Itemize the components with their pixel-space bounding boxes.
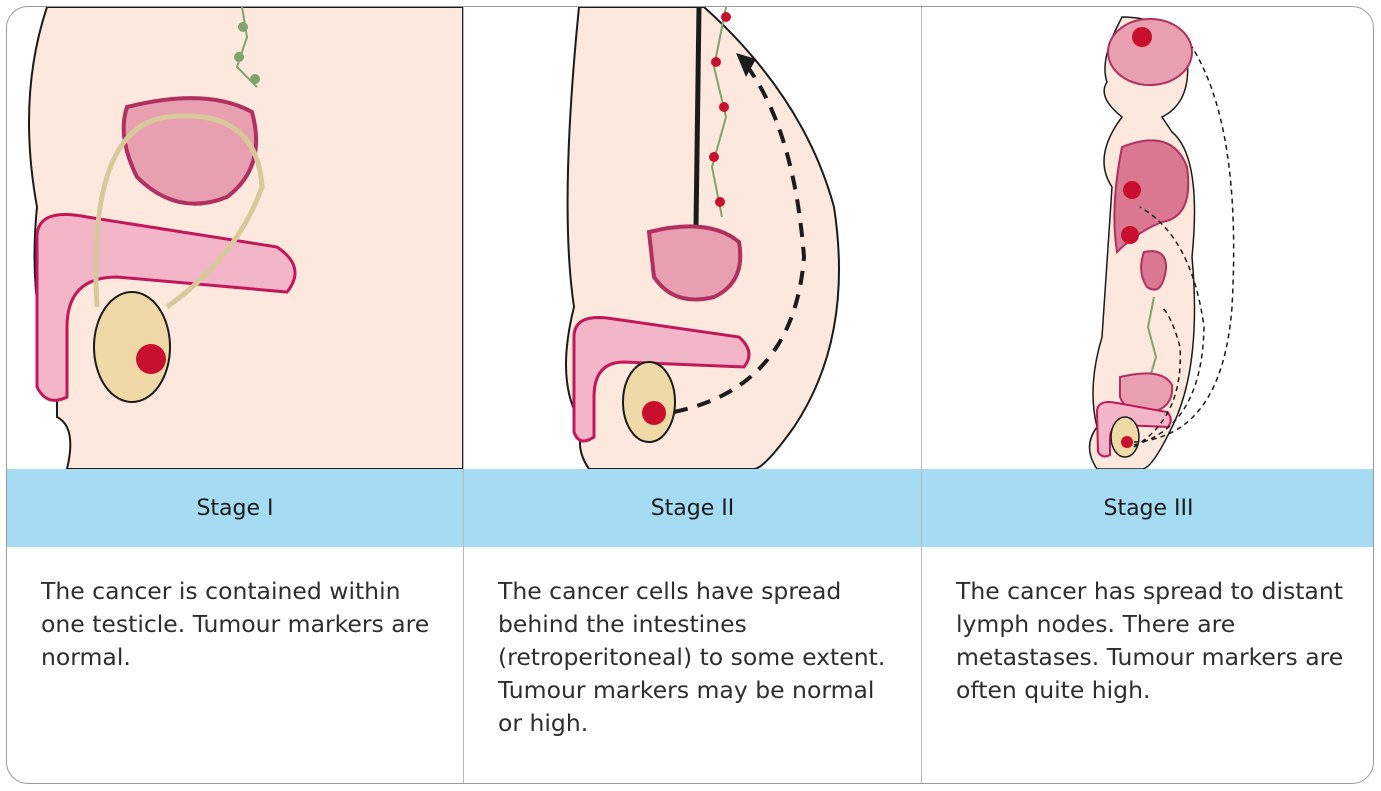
stage-3-illustration — [922, 7, 1374, 469]
testicle — [623, 362, 675, 442]
spine — [696, 7, 699, 227]
tumour-marker — [136, 344, 166, 374]
lung-tumour-2 — [1121, 226, 1139, 244]
stage-3-title: Stage III — [1103, 496, 1193, 521]
tumour-marker — [642, 401, 666, 425]
stage-1-header: Stage I — [7, 469, 463, 547]
stage-3-description: The cancer has spread to distant lymph n… — [956, 575, 1355, 707]
brain-tumour — [1132, 27, 1152, 47]
stage-2-column: Stage II The cancer cells have spread be… — [464, 7, 921, 783]
stage-1-title: Stage I — [196, 496, 273, 521]
stage-1-column: Stage I The cancer is contained within o… — [7, 7, 463, 783]
stage-2-header: Stage II — [464, 469, 921, 547]
stage-2-illustration — [464, 7, 921, 469]
tumour-marker — [1121, 436, 1133, 448]
stage-3-header: Stage III — [922, 469, 1374, 547]
stage-diagram: Stage I The cancer is contained within o… — [6, 6, 1374, 784]
stage-2-description: The cancer cells have spread behind the … — [498, 575, 901, 740]
kidney — [1141, 251, 1166, 290]
stage-1-description: The cancer is contained within one testi… — [41, 575, 443, 674]
brain — [1108, 19, 1192, 85]
lung-tumour-1 — [1123, 181, 1141, 199]
stage-2-title: Stage II — [651, 496, 735, 521]
stage-3-column: Stage III The cancer has spread to dista… — [922, 7, 1374, 783]
stage-1-illustration — [7, 7, 463, 469]
bladder — [649, 226, 740, 299]
